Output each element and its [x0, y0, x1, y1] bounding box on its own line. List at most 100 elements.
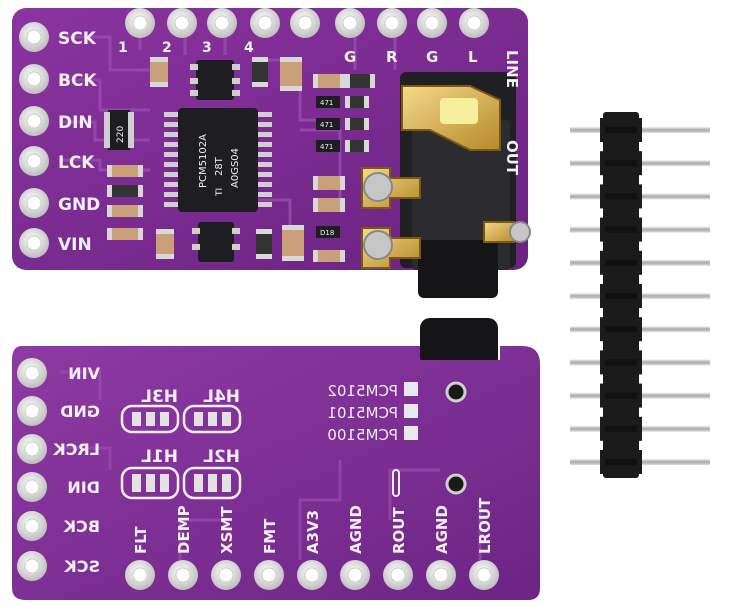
bottom-pad-2 — [168, 560, 198, 590]
header-pin — [570, 250, 710, 275]
jumper-h2l: H2L — [203, 447, 240, 467]
top-number-3: 3 — [202, 40, 212, 56]
header-pin — [570, 118, 710, 142]
top-left-pad-5 — [19, 188, 49, 218]
chip-text-2: 28T — [214, 156, 225, 176]
passive-component — [313, 74, 345, 88]
top-pad-2 — [167, 8, 197, 38]
bottom-pin-label-4: DIN — [67, 478, 100, 497]
passive-component — [280, 57, 302, 91]
chip-logo: TI — [215, 188, 225, 197]
header-pin — [570, 383, 710, 408]
bottom-pad-4 — [254, 560, 284, 590]
top-pad-8 — [417, 8, 447, 38]
top-pin-label-lck: LCK — [58, 153, 95, 173]
header-pin — [570, 184, 710, 209]
bottom-left-pad-2 — [17, 396, 47, 426]
small-resistors: 471 471 471 D18 — [316, 96, 340, 238]
top-pin-label-sck: SCK — [58, 29, 97, 49]
top-pad-1 — [125, 8, 155, 38]
jumper-h1l: H1L — [141, 447, 178, 467]
variant-1: PCM5102 — [327, 382, 398, 400]
passive-component — [313, 176, 345, 190]
passive-component — [345, 118, 369, 130]
bottom-vertical-label-8: AGND — [433, 505, 451, 554]
variant-2: PCM5101 — [327, 404, 398, 422]
passive-component — [282, 225, 304, 261]
audio-jack — [361, 72, 531, 298]
passive-component — [345, 96, 369, 108]
header-pin — [570, 217, 710, 242]
top-pad-5 — [290, 8, 320, 38]
line-label: LINE — [503, 50, 521, 88]
chip-body — [178, 108, 258, 212]
pin-header — [570, 112, 710, 478]
bottom-vertical-label-9: LROUT — [476, 497, 494, 554]
bottom-pad-6 — [340, 560, 370, 590]
top-pcb — [12, 8, 528, 270]
dac-chip: PCM5102A 28T A0GS04 TI — [164, 108, 272, 212]
bottom-vertical-label-5: A3V3 — [304, 510, 322, 554]
passive-component — [256, 229, 272, 259]
top-left-pad-3 — [19, 106, 49, 136]
top-letter-2: R — [386, 48, 398, 66]
bottom-pad-1 — [125, 560, 155, 590]
top-left-pad-1 — [19, 22, 49, 52]
mount-hole-1 — [445, 381, 467, 403]
header-pin — [570, 317, 710, 342]
passive-component — [107, 165, 143, 177]
bottom-vertical-label-7: ROUT — [390, 507, 408, 554]
top-pad-4 — [250, 8, 280, 38]
top-pad-7 — [377, 8, 407, 38]
top-left-pad-6 — [19, 228, 49, 258]
res-label-2: 471 — [320, 121, 333, 129]
top-number-1: 1 — [118, 40, 128, 56]
bottom-left-pad-1 — [17, 358, 47, 388]
bottom-vertical-label-3: XSMT — [218, 506, 236, 554]
passive-component — [313, 198, 345, 212]
top-number-2: 2 — [162, 40, 172, 56]
bottom-pad-7 — [383, 560, 413, 590]
top-pad-3 — [207, 8, 237, 38]
variant-box-2 — [404, 404, 418, 418]
passive-component — [345, 74, 375, 88]
mount-hole-2 — [445, 473, 467, 495]
bottom-vertical-label-6: AGND — [347, 505, 365, 554]
bottom-left-pad-5 — [17, 511, 47, 541]
res-label-4: D18 — [320, 229, 334, 237]
resistor-array-label: 220 — [116, 126, 126, 143]
bottom-vertical-label-4: FMT — [261, 518, 279, 554]
top-left-pad-4 — [19, 146, 49, 176]
bottom-pad-8 — [426, 560, 456, 590]
top-board: PCM5102A 28T A0GS04 TI 2 — [12, 8, 531, 298]
variant-box-3 — [404, 426, 418, 440]
bottom-pad-3 — [211, 560, 241, 590]
res-label-3: 471 — [320, 143, 333, 151]
bottom-pin-label-5: BCK — [63, 517, 100, 536]
passive-component — [150, 57, 168, 87]
variant-box-1 — [404, 382, 418, 396]
top-pin-label-vin: VIN — [58, 235, 92, 255]
bottom-pin-label-3: LRCK — [53, 440, 100, 459]
passive-component — [252, 57, 268, 87]
passive-component — [107, 228, 143, 240]
top-pad-6 — [335, 8, 365, 38]
top-number-4: 4 — [244, 40, 254, 56]
top-pad-9 — [459, 8, 489, 38]
header-pin — [570, 416, 710, 441]
bottom-pin-label-1: VIN — [68, 364, 100, 383]
resistor-array: 220 — [104, 110, 134, 150]
jack-back — [420, 318, 498, 368]
bottom-left-pad-3 — [17, 434, 47, 464]
jumper-h3l: H3L — [141, 387, 178, 407]
top-letter-1: G — [344, 48, 356, 66]
top-letter-4: L — [468, 48, 478, 66]
bottom-board: H4L H3L H2L H1L PCM5102 PCM5101 PCM5100 … — [12, 318, 540, 600]
top-pin-label-gnd: GND — [58, 195, 100, 215]
bottom-left-pad-4 — [17, 472, 47, 502]
bottom-vertical-label-1: FLT — [132, 526, 150, 554]
top-letter-3: G — [426, 48, 438, 66]
bottom-pad-9 — [469, 560, 499, 590]
passive-component — [345, 140, 369, 152]
